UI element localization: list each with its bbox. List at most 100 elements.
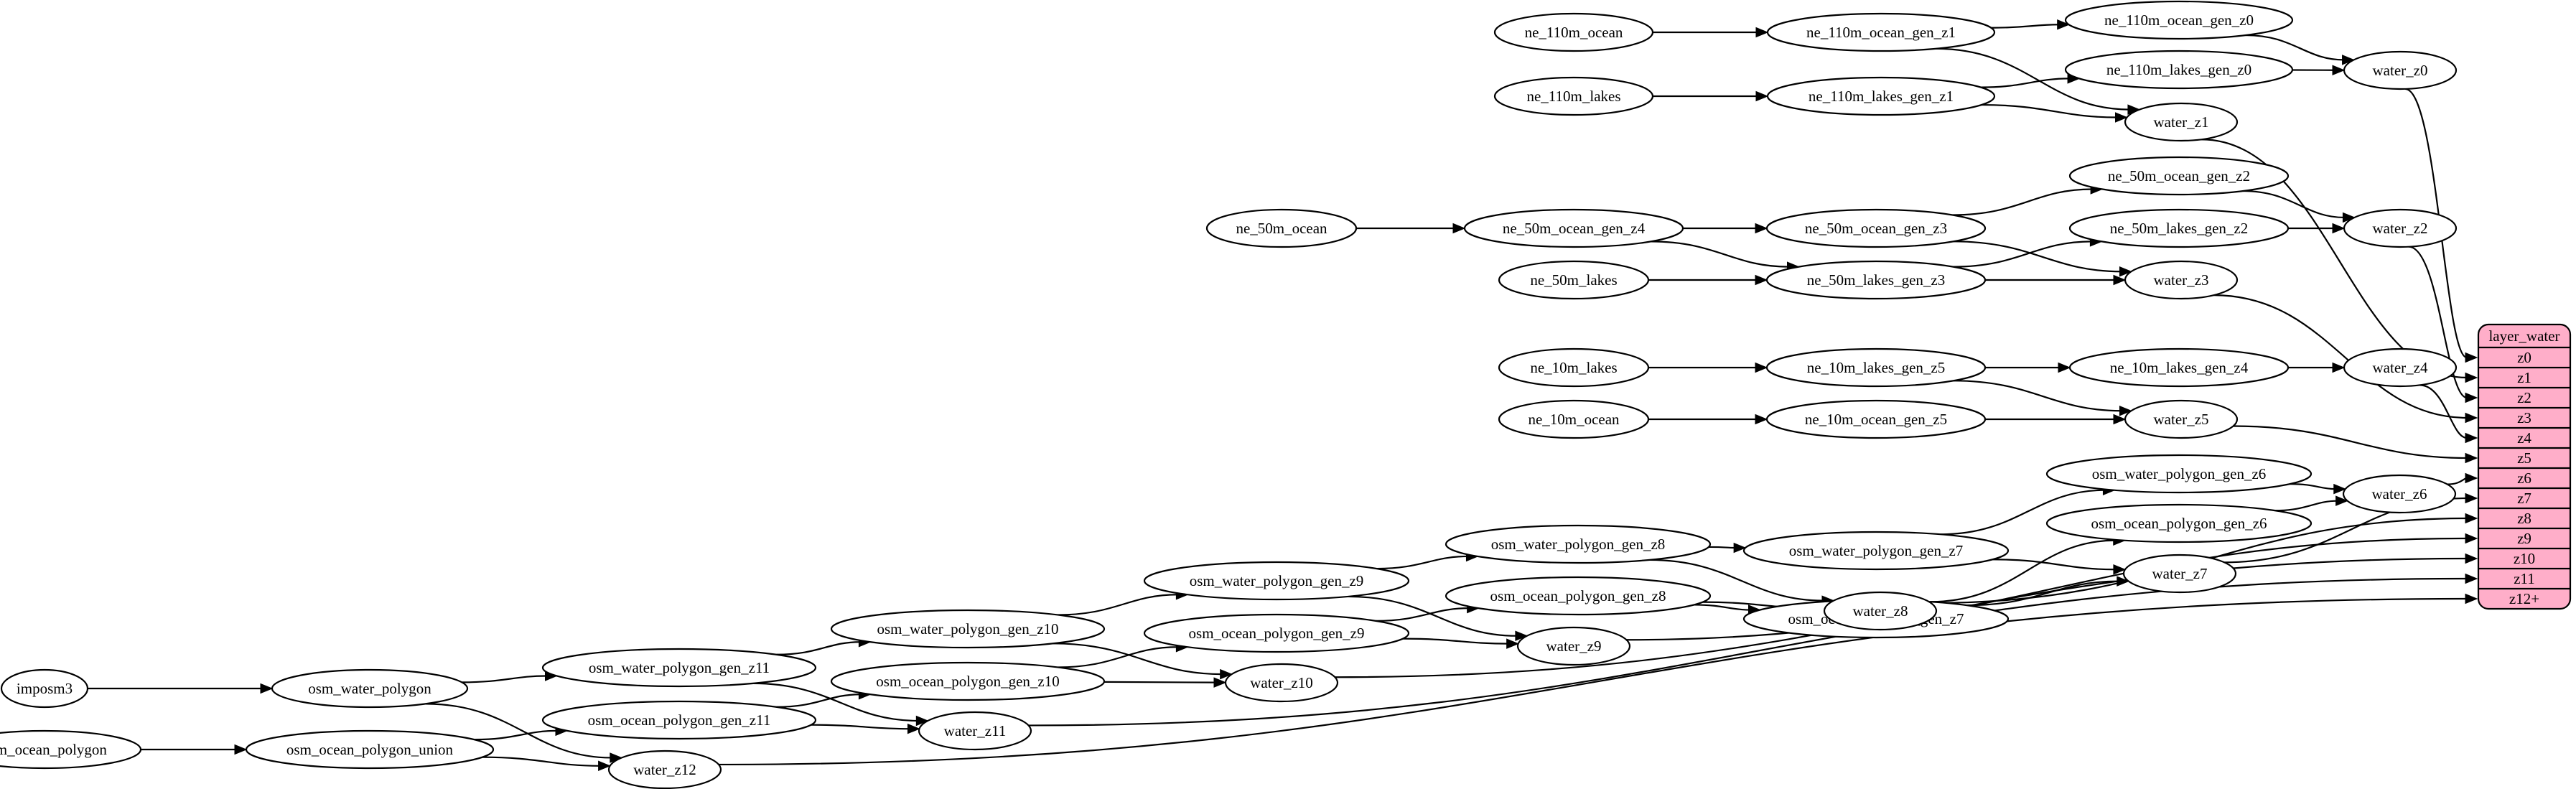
edge-arrowhead xyxy=(1755,27,1769,38)
edge-arrowhead xyxy=(1213,677,1227,688)
node-ellipse xyxy=(1823,591,1938,631)
node-ne_110m_ocean_gen_z0[interactable]: ne_110m_ocean_gen_z0 xyxy=(2064,0,2294,40)
node-osm_water_polygon_gen_z10[interactable]: osm_water_polygon_gen_z10 xyxy=(830,609,1106,649)
node-osm_water_polygon_gen_z9[interactable]: osm_water_polygon_gen_z9 xyxy=(1143,561,1410,601)
node-label: ne_50m_ocean_gen_z2 xyxy=(2108,167,2250,185)
edge-arrowhead xyxy=(2057,19,2071,30)
node-label: osm_ocean_polygon_gen_z6 xyxy=(2091,515,2267,532)
node-label: ne_110m_lakes_gen_z0 xyxy=(2106,61,2251,78)
node-water_z5[interactable]: water_z5 xyxy=(2124,399,2239,439)
node-ellipse xyxy=(2343,50,2458,90)
edge-osm_ocean_polygon_gen_z7-to-water_z7 xyxy=(1966,580,2119,607)
layer-water-row-z8[interactable]: z8 xyxy=(2517,510,2531,527)
node-ne_50m_lakes_gen_z2[interactable]: ne_50m_lakes_gen_z2 xyxy=(2068,208,2290,248)
node-osm_water_polygon_gen_z6[interactable]: osm_water_polygon_gen_z6 xyxy=(2045,454,2313,494)
layer-water-row-z9[interactable]: z9 xyxy=(2517,530,2531,547)
layer-water-row-z12plus[interactable]: z12+ xyxy=(2509,590,2539,607)
edge-osm_water_polygon_gen_z11-to-water_z11 xyxy=(752,682,918,722)
node-ne_50m_lakes[interactable]: ne_50m_lakes xyxy=(1498,260,1650,300)
node-osm_ocean_polygon[interactable]: osm_ocean_polygon xyxy=(0,729,142,770)
node-water_z0[interactable]: water_z0 xyxy=(2343,50,2458,90)
node-osm_water_polygon[interactable]: osm_water_polygon xyxy=(271,668,469,709)
edge-arrowhead xyxy=(2465,593,2478,604)
node-ellipse xyxy=(1463,208,1684,248)
layer-water-row-z3[interactable]: z3 xyxy=(2517,409,2531,426)
edge-osm_water_polygon_gen_z7-to-water_z7 xyxy=(1992,559,2115,571)
node-ne_110m_ocean[interactable]: ne_110m_ocean xyxy=(1493,12,1654,52)
node-ne_10m_lakes_gen_z4[interactable]: ne_10m_lakes_gen_z4 xyxy=(2068,347,2290,388)
node-label: osm_water_polygon_gen_z6 xyxy=(2092,465,2267,482)
node-ne_10m_ocean[interactable]: ne_10m_ocean xyxy=(1498,399,1650,439)
node-osm_ocean_polygon_gen_z11[interactable]: osm_ocean_polygon_gen_z11 xyxy=(541,700,817,740)
node-imposm3[interactable]: imposm3 xyxy=(0,668,89,709)
node-ne_50m_ocean_gen_z4[interactable]: ne_50m_ocean_gen_z4 xyxy=(1463,208,1684,248)
edge-osm_ocean_polygon_gen_z6-to-water_z6 xyxy=(2274,500,2338,512)
node-ellipse xyxy=(1445,576,1712,616)
node-label: ne_50m_lakes_gen_z3 xyxy=(1807,271,1945,289)
node-ne_10m_ocean_gen_z5[interactable]: ne_10m_ocean_gen_z5 xyxy=(1765,399,1987,439)
node-label: ne_110m_ocean_gen_z1 xyxy=(1806,24,1956,41)
node-osm_ocean_polygon_gen_z8[interactable]: osm_ocean_polygon_gen_z8 xyxy=(1445,576,1712,616)
node-label: osm_ocean_polygon xyxy=(0,741,107,758)
node-ne_50m_lakes_gen_z3[interactable]: ne_50m_lakes_gen_z3 xyxy=(1765,260,1987,300)
node-ellipse xyxy=(830,609,1106,649)
node-ellipse xyxy=(1493,76,1654,116)
layer-water-row-z2[interactable]: z2 xyxy=(2517,389,2531,406)
node-ne_10m_lakes_gen_z5[interactable]: ne_10m_lakes_gen_z5 xyxy=(1765,347,1987,388)
node-label: ne_110m_lakes xyxy=(1526,88,1620,105)
node-ellipse xyxy=(1498,399,1650,439)
node-osm_water_polygon_gen_z8[interactable]: osm_water_polygon_gen_z8 xyxy=(1445,524,1712,564)
node-osm_ocean_polygon_gen_z9[interactable]: osm_ocean_polygon_gen_z9 xyxy=(1143,613,1410,653)
node-ne_50m_ocean_gen_z3[interactable]: ne_50m_ocean_gen_z3 xyxy=(1765,208,1987,248)
edge-water_z3-to-layer_water-z3 xyxy=(2213,294,2468,419)
layer-water-row-z0[interactable]: z0 xyxy=(2517,349,2531,366)
node-osm_ocean_polygon_gen_z6[interactable]: osm_ocean_polygon_gen_z6 xyxy=(2045,503,2313,543)
layer-water-row-z7[interactable]: z7 xyxy=(2517,490,2531,507)
node-ellipse xyxy=(1516,626,1631,666)
node-water_z10[interactable]: water_z10 xyxy=(1224,663,1339,703)
layer-water-row-z6[interactable]: z6 xyxy=(2517,470,2531,487)
node-ellipse xyxy=(1498,260,1650,300)
node-water_z12[interactable]: water_z12 xyxy=(607,750,722,789)
node-label: water_z3 xyxy=(2154,271,2209,289)
node-water_z3[interactable]: water_z3 xyxy=(2124,260,2239,300)
node-ne_110m_lakes_gen_z0[interactable]: ne_110m_lakes_gen_z0 xyxy=(2064,50,2294,90)
node-label: water_z9 xyxy=(1546,638,1602,655)
node-label: water_z0 xyxy=(2373,62,2428,79)
layer-water-row-z1[interactable]: z1 xyxy=(2517,369,2531,386)
node-water_z11[interactable]: water_z11 xyxy=(918,711,1032,751)
node-label: ne_10m_lakes_gen_z5 xyxy=(1807,359,1945,376)
edge-arrowhead xyxy=(2465,492,2478,504)
node-osm_ocean_polygon_gen_z10[interactable]: osm_ocean_polygon_gen_z10 xyxy=(830,661,1106,701)
node-osm_water_polygon_gen_z11[interactable]: osm_water_polygon_gen_z11 xyxy=(541,648,817,688)
node-water_z1[interactable]: water_z1 xyxy=(2124,102,2239,142)
node-ne_50m_ocean[interactable]: ne_50m_ocean xyxy=(1205,208,1358,248)
layer-water-row-z5[interactable]: z5 xyxy=(2517,449,2531,467)
node-ne_110m_lakes[interactable]: ne_110m_lakes xyxy=(1493,76,1654,116)
edge-osm_ocean_polygon_gen_z7-to-osm_ocean_polygon_gen_z6 xyxy=(1930,539,2115,603)
layer-water-row-z11[interactable]: z11 xyxy=(2514,570,2535,587)
node-osm_ocean_polygon_union[interactable]: osm_ocean_polygon_union xyxy=(245,729,495,770)
node-ne_50m_ocean_gen_z2[interactable]: ne_50m_ocean_gen_z2 xyxy=(2068,156,2290,196)
layer-water-table: layer_waterz0z1z2z3z4z5z6z7z8z9z10z11z12… xyxy=(2477,323,2572,610)
node-water_z7[interactable]: water_z7 xyxy=(2122,554,2237,594)
node-water_z2[interactable]: water_z2 xyxy=(2343,208,2458,248)
node-ne_10m_lakes[interactable]: ne_10m_lakes xyxy=(1498,347,1650,388)
node-water_z4[interactable]: water_z4 xyxy=(2343,347,2458,388)
node-ellipse xyxy=(1445,524,1712,564)
node-ne_110m_lakes_gen_z1[interactable]: ne_110m_lakes_gen_z1 xyxy=(1766,76,1996,116)
edge-arrowhead xyxy=(1452,223,1466,234)
layer-water-row-z10[interactable]: z10 xyxy=(2514,550,2535,567)
node-label: water_z7 xyxy=(2152,565,2208,582)
node-osm_water_polygon_gen_z7[interactable]: osm_water_polygon_gen_z7 xyxy=(1742,531,2010,571)
edge-osm_ocean_polygon_gen_z9-to-water_z9 xyxy=(1402,638,1508,645)
edge-osm_ocean_polygon_gen_z9-to-osm_ocean_polygon_gen_z8 xyxy=(1376,607,1469,622)
edge-arrowhead xyxy=(2465,412,2478,424)
node-ne_110m_ocean_gen_z1[interactable]: ne_110m_ocean_gen_z1 xyxy=(1766,12,1996,52)
node-label: water_z4 xyxy=(2373,359,2428,376)
node-water_z6[interactable]: water_z6 xyxy=(2342,474,2457,514)
node-water_z8[interactable]: water_z8 xyxy=(1823,591,1938,631)
edge-osm_water_polygon-to-osm_water_polygon_gen_z11 xyxy=(462,675,547,683)
node-water_z9[interactable]: water_z9 xyxy=(1516,626,1631,666)
layer-water-row-z4[interactable]: z4 xyxy=(2517,429,2531,447)
